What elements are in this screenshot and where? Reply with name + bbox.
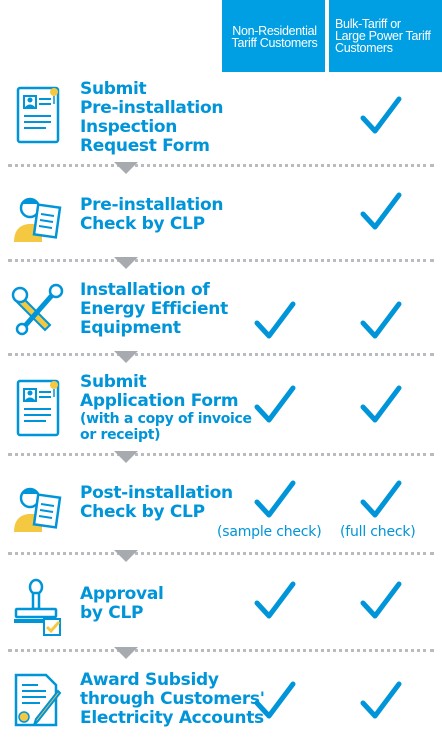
non-residential-check-note: (sample check) bbox=[217, 524, 322, 540]
down-arrow-icon bbox=[114, 162, 138, 174]
step-title-line: Submit bbox=[80, 79, 147, 99]
bulk-tariff-checkmark-icon bbox=[360, 581, 402, 619]
column-header-bulk-tariff: Bulk-Tariff or Large Power Tariff Custom… bbox=[329, 0, 442, 72]
column-header-line: Large Power Tariff bbox=[335, 29, 431, 43]
step-title-line: Application Form bbox=[80, 391, 239, 411]
step-title-line: Post-installation bbox=[80, 483, 233, 503]
bulk-tariff-checkmark-icon bbox=[360, 385, 402, 423]
step-divider bbox=[8, 646, 434, 662]
column-header-non-residential: Non-Residential Tariff Customers bbox=[222, 0, 325, 72]
step-award-subsidy: Award Subsidy through Customers' Electri… bbox=[0, 671, 442, 733]
non-residential-checkmark-icon bbox=[254, 385, 296, 423]
down-arrow-icon bbox=[114, 647, 138, 659]
step-title: Submit Application Form (with a copy of … bbox=[80, 372, 252, 444]
bulk-tariff-checkmark-icon bbox=[360, 192, 402, 230]
step-title: Installation of Energy Efficient Equipme… bbox=[80, 281, 228, 338]
step-title-line: Request Form bbox=[80, 136, 210, 156]
step-divider bbox=[8, 256, 434, 272]
bulk-tariff-checkmark-icon bbox=[360, 681, 402, 719]
non-residential-checkmark-icon bbox=[254, 480, 296, 518]
step-title-line: Pre-installation bbox=[80, 195, 224, 215]
wrench-screwdriver-icon bbox=[11, 283, 64, 336]
step-title: Pre-installation Check by CLP bbox=[80, 196, 223, 234]
bulk-tariff-checkmark-icon bbox=[360, 96, 402, 134]
step-title: Submit Pre-installation Inspection Reque… bbox=[80, 80, 223, 156]
bulk-tariff-checkmark-icon bbox=[360, 301, 402, 339]
step-divider bbox=[8, 350, 434, 366]
step-divider bbox=[8, 450, 434, 466]
step-title-line: Submit bbox=[80, 372, 147, 392]
step-title-line: Approval bbox=[80, 584, 164, 604]
step-title-line: Energy Efficient bbox=[80, 299, 228, 319]
step-divider bbox=[8, 549, 434, 565]
step-title-line: Pre-installation bbox=[80, 98, 224, 118]
bulk-tariff-checkmark-icon bbox=[360, 480, 402, 518]
approval-stamp-icon bbox=[14, 578, 61, 636]
step-title-line: Check by CLP bbox=[80, 214, 205, 234]
step-submit-pre-installation-request: Submit Pre-installation Inspection Reque… bbox=[0, 80, 442, 156]
step-title-line: Equipment bbox=[80, 318, 181, 338]
down-arrow-icon bbox=[114, 351, 138, 363]
inspector-document-icon bbox=[14, 197, 62, 242]
column-header-line: Customers bbox=[335, 41, 393, 55]
inspector-document-icon bbox=[14, 487, 62, 532]
step-post-installation-check: Post-installation Check by CLP (sample c… bbox=[0, 480, 442, 544]
column-header-line: Bulk-Tariff or bbox=[335, 17, 401, 31]
step-divider bbox=[8, 161, 434, 177]
clipboard-form-icon bbox=[16, 379, 60, 437]
down-arrow-icon bbox=[114, 550, 138, 562]
down-arrow-icon bbox=[114, 451, 138, 463]
step-title: Approval by CLP bbox=[80, 585, 164, 623]
step-title-line: Electricity Accounts bbox=[80, 708, 264, 728]
step-title-line: by CLP bbox=[80, 603, 144, 623]
step-installation-equipment: Installation of Energy Efficient Equipme… bbox=[0, 281, 442, 347]
certificate-pen-icon bbox=[14, 673, 62, 727]
step-submit-application-form: Submit Application Form (with a copy of … bbox=[0, 373, 442, 449]
step-title-line: Installation of bbox=[80, 280, 210, 300]
column-header-line: Non-Residential bbox=[232, 24, 317, 38]
non-residential-checkmark-icon bbox=[254, 301, 296, 339]
step-title: Post-installation Check by CLP bbox=[80, 484, 233, 522]
step-pre-installation-check: Pre-installation Check by CLP bbox=[0, 192, 442, 248]
step-title: Award Subsidy through Customers' Electri… bbox=[80, 671, 265, 728]
non-residential-checkmark-icon bbox=[254, 681, 296, 719]
column-header-line: Tariff Customers bbox=[231, 36, 318, 50]
bulk-tariff-check-note: (full check) bbox=[340, 524, 416, 540]
step-title-line: through Customers' bbox=[80, 689, 265, 709]
clipboard-form-icon bbox=[16, 86, 60, 144]
step-subtitle-line: (with a copy of invoice bbox=[80, 411, 252, 427]
non-residential-checkmark-icon bbox=[254, 581, 296, 619]
step-title-line: Check by CLP bbox=[80, 502, 205, 522]
step-approval-by-clp: Approval by CLP bbox=[0, 578, 442, 641]
down-arrow-icon bbox=[114, 257, 138, 269]
step-subtitle-line: or receipt) bbox=[80, 427, 161, 443]
step-title-line: Award Subsidy bbox=[80, 670, 219, 690]
step-title-line: Inspection bbox=[80, 117, 178, 137]
